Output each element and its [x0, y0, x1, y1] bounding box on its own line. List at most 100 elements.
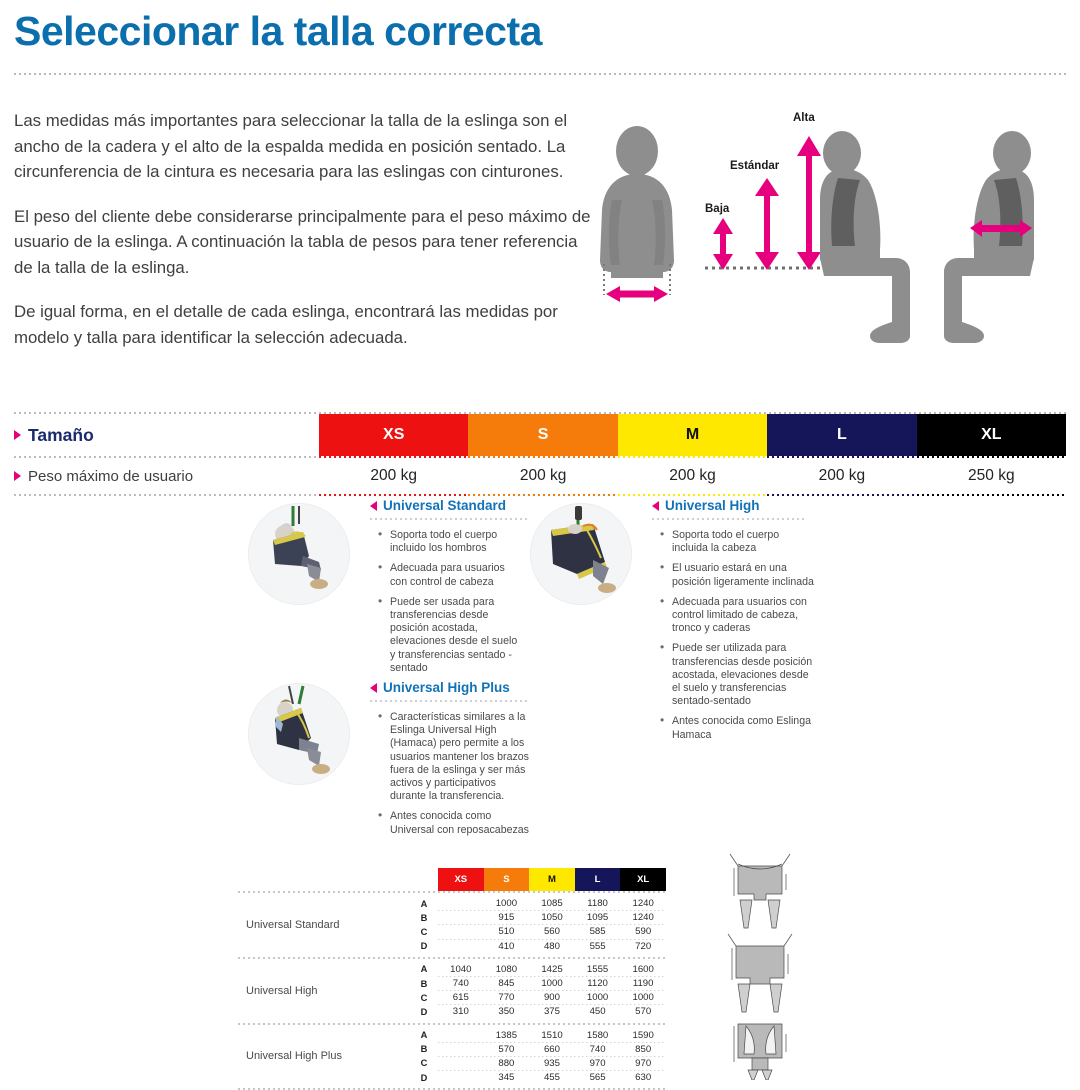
rule-segment-xs: [319, 494, 469, 496]
meas-cell: 410: [498, 940, 515, 952]
rule-segment-xs: [319, 456, 469, 458]
product-heading-rule: [370, 700, 530, 702]
rule-segment-xl: [916, 494, 1067, 496]
triangle-left-icon: [652, 500, 659, 511]
meas-cell: 1240: [632, 912, 654, 924]
size-row-label-weight: Peso máximo de usuario: [14, 458, 193, 494]
baja-arrow: [713, 218, 733, 270]
weight-value-s: 200 kg: [519, 467, 567, 484]
meas-cell-rule: [438, 1070, 666, 1072]
meas-cell: 915: [498, 912, 515, 924]
size-table-top-rule: [14, 412, 1066, 414]
alta-arrow: [797, 136, 821, 270]
meas-cell: 880: [498, 1057, 515, 1069]
meas-row-label: C: [420, 1058, 428, 1069]
meas-header-l: L: [574, 868, 621, 891]
meas-cell: 510: [498, 926, 515, 938]
meas-cell: 310: [452, 1006, 469, 1018]
meas-cell: 1085: [541, 898, 563, 910]
meas-group-name: Universal Standard: [246, 918, 340, 931]
meas-cell-rule: [438, 1055, 666, 1057]
meas-cell: 1600: [632, 963, 654, 975]
meas-cell: 590: [635, 926, 652, 938]
meas-cell: 1590: [632, 1029, 654, 1041]
product-bullet: Soporta todo el cuerpo incluida la cabez…: [658, 528, 818, 555]
illustration-graphic: [600, 126, 1034, 343]
meas-cell: 450: [589, 1006, 606, 1018]
meas-cell: 555: [589, 940, 606, 952]
rule-segment-s: [468, 494, 618, 496]
size-swatch-xs: XS: [319, 414, 469, 456]
size-label-text: Tamaño: [28, 424, 94, 445]
meas-cell: 1000: [541, 978, 563, 990]
meas-cell: 1385: [495, 1029, 518, 1041]
meas-cell: 1000: [632, 992, 654, 1004]
rule-segment-xl: [916, 456, 1067, 458]
meas-row-label: B: [420, 912, 428, 923]
product-name: Universal Standard: [383, 498, 507, 513]
label-estandar: Estándar: [730, 160, 780, 172]
size-swatch-l: L: [767, 414, 917, 456]
meas-row-label: D: [420, 1072, 428, 1083]
meas-header-xl: XL: [620, 868, 666, 891]
product-heading-rule: [652, 518, 807, 520]
rule-segment-l: [767, 456, 917, 458]
meas-cell: 345: [498, 1072, 515, 1084]
meas-header-s: S: [483, 868, 530, 891]
meas-cell: 615: [452, 992, 469, 1004]
product-bullet: Antes conocida como Universal con reposa…: [376, 809, 531, 836]
meas-cell: 570: [498, 1043, 515, 1055]
size-swatch-m: M: [617, 414, 768, 456]
meas-cell-rule: [438, 910, 666, 912]
meas-group-separator: [238, 1022, 666, 1025]
meas-cell: 1240: [632, 898, 654, 910]
rule-segment-s: [468, 456, 618, 458]
meas-cell: 1190: [632, 978, 654, 990]
label-baja: Baja: [705, 203, 730, 215]
triangle-marker-icon: [14, 471, 21, 481]
product-bullets-universal-standard: Soporta todo el cuerpo incluido los homb…: [376, 528, 522, 682]
product-bullet: Adecuada para usuarios con control limit…: [658, 595, 818, 636]
page-title: Seleccionar la talla correcta: [14, 8, 542, 54]
meas-cell: 455: [543, 1072, 560, 1084]
meas-row-label: D: [420, 1006, 428, 1017]
meas-cell: 770: [498, 992, 515, 1004]
size-row-label-tamano: Tamaño: [14, 414, 94, 456]
product-heading-rule: [370, 518, 530, 520]
meas-group-separator: [238, 891, 666, 893]
meas-group-name: Universal High Plus: [246, 1050, 342, 1063]
meas-row-label: A: [420, 898, 428, 909]
meas-cell: 850: [635, 1043, 652, 1055]
meas-cell: 565: [589, 1072, 606, 1084]
meas-row-label: C: [420, 992, 428, 1003]
weight-value-m: 200 kg: [669, 467, 716, 484]
meas-cell: 1555: [586, 963, 609, 975]
meas-cell: 1095: [586, 912, 609, 924]
meas-row-label: A: [420, 964, 428, 975]
meas-cell: 660: [543, 1043, 560, 1055]
seated-figure-left: [820, 131, 910, 343]
meas-cell: 970: [589, 1057, 606, 1069]
product-name: Universal High: [665, 498, 760, 513]
meas-cell: 560: [543, 926, 560, 938]
intro-paragraph-3: De igual forma, en el detalle de cada es…: [14, 302, 558, 347]
meas-cell: 1180: [587, 898, 608, 910]
waist-arrow: [970, 220, 1032, 237]
meas-cell: 740: [452, 978, 469, 990]
